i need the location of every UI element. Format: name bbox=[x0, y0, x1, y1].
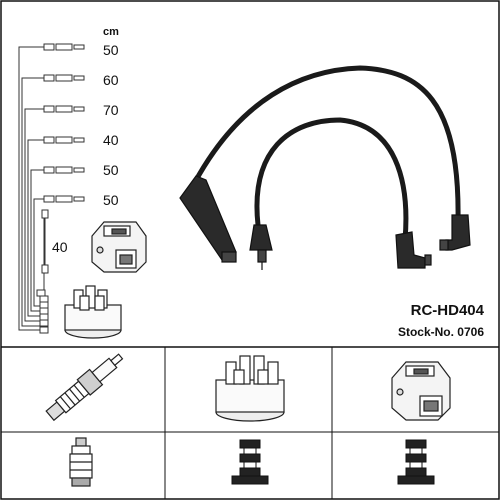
distributor-terminal-icon bbox=[231, 439, 269, 485]
cable-length-schematic bbox=[18, 46, 48, 331]
length-label-coil: 40 bbox=[52, 239, 68, 255]
distributor-cap-large-icon bbox=[215, 355, 285, 422]
length-label-1: 50 bbox=[103, 42, 119, 58]
ignition-leads-illustration bbox=[192, 65, 461, 243]
spark-plug-terminal-icon bbox=[69, 437, 93, 487]
lead-boots bbox=[179, 175, 471, 270]
stock-number: Stock-No. 0706 bbox=[398, 325, 484, 339]
ignition-coil-icon bbox=[91, 221, 147, 273]
length-label-4: 40 bbox=[103, 132, 119, 148]
spark-plug-icon bbox=[45, 353, 124, 422]
coil-terminal-icon bbox=[397, 439, 435, 485]
length-label-5: 50 bbox=[103, 162, 119, 178]
cable-connectors bbox=[36, 43, 85, 334]
ignition-coil-large-icon bbox=[391, 361, 451, 421]
length-label-2: 60 bbox=[103, 72, 119, 88]
length-label-3: 70 bbox=[103, 102, 119, 118]
length-label-6: 50 bbox=[103, 192, 119, 208]
distributor-cap-icon bbox=[64, 285, 122, 339]
product-code: RC-HD404 bbox=[411, 302, 485, 319]
unit-label: cm bbox=[103, 26, 119, 38]
